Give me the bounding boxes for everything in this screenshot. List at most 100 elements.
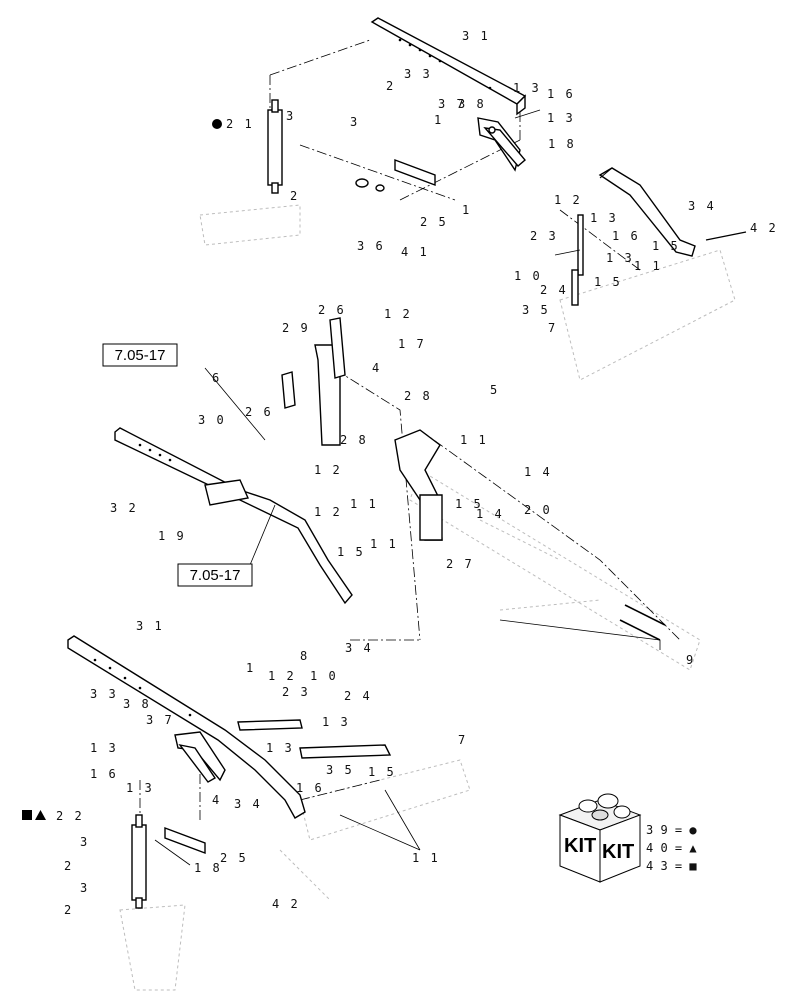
callout-11: 1 1 [412,851,440,865]
callout-35: 3 5 [522,303,550,317]
callout-33: 3 3 [404,67,432,81]
callout-7: 7 [548,321,557,335]
callout-12: 1 2 [268,669,296,683]
kit-40-triangle-symbol [35,810,46,820]
callout-28: 2 8 [404,389,432,403]
callout-27: 2 7 [446,557,474,571]
reference-label: 7.05-17 [115,347,166,364]
callout-13: 1 3 [547,111,575,125]
callout-31: 3 1 [136,619,164,633]
callout-16: 1 6 [296,781,324,795]
callout-2: 2 [386,79,395,93]
callout-12: 1 2 [554,193,582,207]
callout-33: 3 3 [90,687,118,701]
callout-30: 3 0 [198,413,226,427]
leader-lines [154,109,661,866]
callout-13: 1 3 [322,715,350,729]
kit-label-left: KIT [564,835,596,857]
callout-29: 2 9 [282,321,310,335]
callout-2: 2 [64,903,73,917]
callout-38: 3 8 [123,697,151,711]
callout-4: 4 [372,361,381,375]
callout-17: 1 7 [398,337,426,351]
callout-31: 3 1 [462,29,490,43]
callout-26: 2 6 [318,303,346,317]
bracket-37-top [477,117,526,172]
kit-box: KIT KIT [558,793,642,883]
callout-12: 1 2 [384,307,412,321]
callout-42: 4 2 [272,897,300,911]
callout-41: 4 1 [401,245,429,259]
callout-16: 1 6 [547,87,575,101]
callout-18: 1 8 [194,861,222,875]
callout-13: 1 3 [513,81,541,95]
reference-box-lower[interactable]: 7.05-17 [177,563,253,587]
callout-5: 5 [490,383,499,397]
callout-24: 2 4 [344,689,372,703]
callout-36: 3 6 [357,239,385,253]
callout-15: 1 5 [337,545,365,559]
callout-42: 4 2 [750,221,778,235]
callout-32: 3 2 [110,501,138,515]
kit-43-square-symbol [22,810,32,820]
callout-37: 3 7 [146,713,174,727]
link-23-24-lower [237,719,392,759]
callout-11: 1 1 [634,259,662,273]
callout-25: 2 5 [220,851,248,865]
callout-13: 1 3 [606,251,634,265]
callout-8: 8 [300,649,309,663]
bar-31-lower [67,635,306,819]
callout-13: 1 3 [590,211,618,225]
callout-21: 2 1 [226,117,254,131]
callout-15: 1 5 [368,765,396,779]
cylinder-22 [131,814,147,909]
callout-3: 3 [286,109,295,123]
callout-3: 3 [350,115,359,129]
callout-3: 3 [80,835,89,849]
callout-34: 3 4 [688,199,716,213]
callout-3: 3 [80,881,89,895]
callout-1: 1 [462,203,471,217]
callout-24: 2 4 [540,283,568,297]
callout-2: 2 [64,859,73,873]
kit-legend-40: 4 0 = ▲ [646,841,697,855]
callout-25: 2 5 [420,215,448,229]
post-29 [281,317,346,446]
callout-23: 2 3 [530,229,558,243]
fittings-36-41 [355,178,385,192]
callout-35: 3 5 [326,763,354,777]
callout-11: 1 1 [460,433,488,447]
callout-20: 2 0 [524,503,552,517]
callout-10: 1 0 [310,669,338,683]
callout-34: 3 4 [234,797,262,811]
callout-23: 2 3 [282,685,310,699]
callout-14: 1 4 [476,507,504,521]
callout-28: 2 8 [340,433,368,447]
reference-box-upper[interactable]: 7.05-17 [102,343,178,367]
kit-39-circle-symbol [212,119,222,129]
callout-16: 1 6 [90,767,118,781]
bolts-9 [619,604,666,641]
bar-31-top [370,17,527,116]
option-symbols [22,119,222,820]
callout-13: 1 3 [90,741,118,755]
callout-12: 1 2 [314,463,342,477]
callout-19: 1 9 [158,529,186,543]
callout-37: 3 7 [438,97,466,111]
callout-11: 1 1 [370,537,398,551]
callout-4: 4 [212,793,221,807]
link-23-24-right [571,214,747,306]
callout-18: 1 8 [548,137,576,151]
kit-label-right: KIT [602,841,634,863]
callout-13: 1 3 [266,741,294,755]
callout-14: 1 4 [524,465,552,479]
callout-15: 1 5 [652,239,680,253]
callout-13: 1 3 [126,781,154,795]
part-callouts: 3 1 3 3 3 7 3 8 1 3 1 6 1 3 1 8 2 1 3 3 … [56,29,778,917]
bracket-25-top [394,158,436,187]
arm-34-right [598,167,696,257]
callout-11: 1 1 [350,497,378,511]
reference-label: 7.05-17 [190,567,241,584]
bracket-37-lower [174,731,226,783]
